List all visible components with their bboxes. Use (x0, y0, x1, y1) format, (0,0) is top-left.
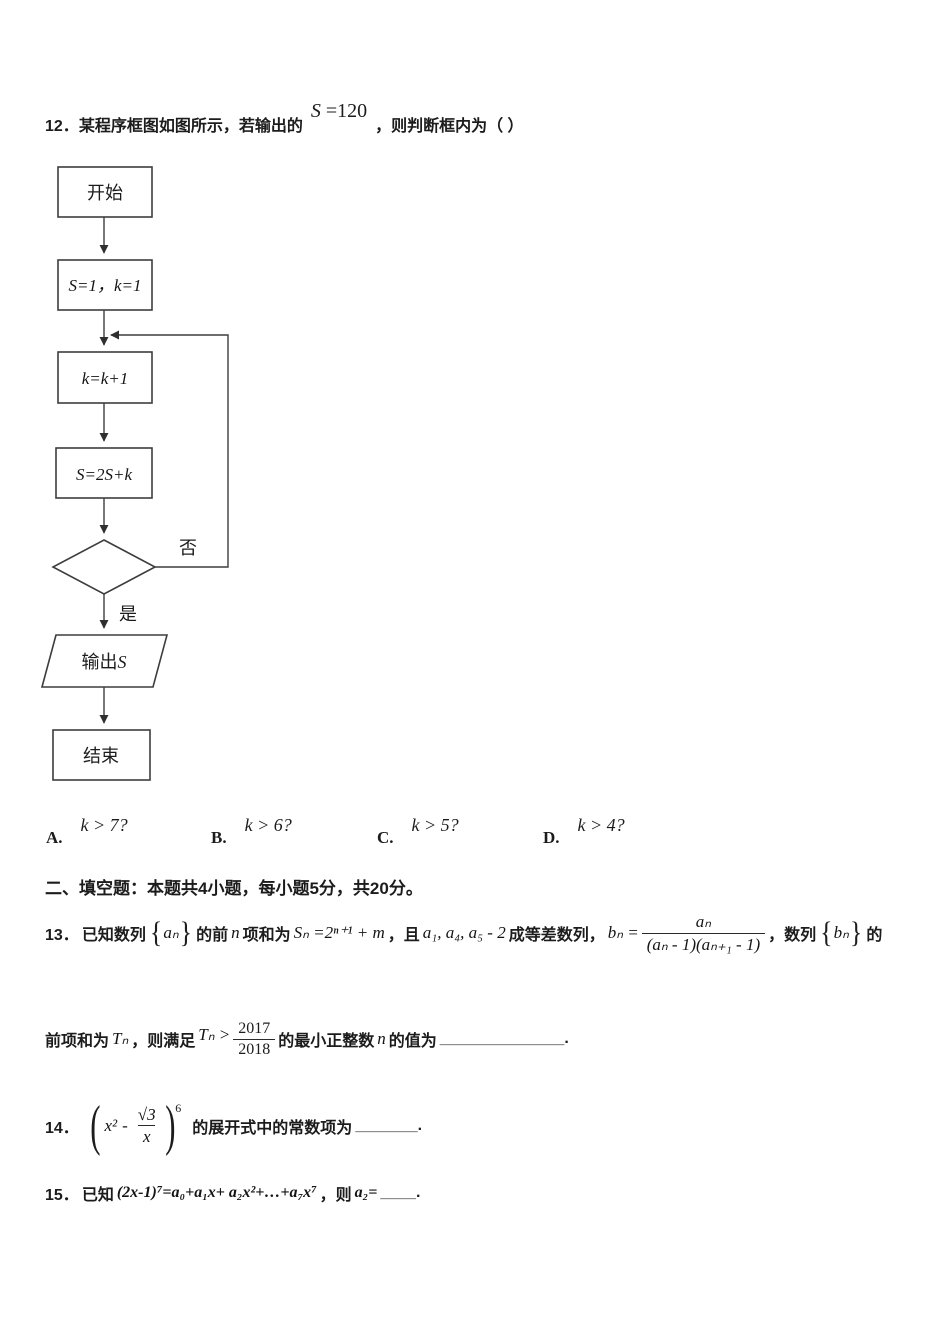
option-d: D. k > 4? (543, 815, 625, 848)
question-14-expression: ( x² - √3 x ) 6 (86, 1094, 185, 1157)
option-c-math: k > 5? (411, 815, 459, 835)
question-15-answer-blank: ____. (380, 1184, 421, 1201)
question-12-math: S =120 (311, 100, 367, 123)
flowchart-decision-diamond (51, 539, 157, 595)
question-15-text-known: 已知 (81, 1187, 114, 1204)
flowchart-output-label: 输出S (82, 652, 127, 672)
a2-equals: a₂= (354, 1184, 378, 1201)
section-2-heading: 二、填空题：本题共4小题，每小题5分，共20分。 (45, 879, 423, 898)
option-b-math: k > 6? (244, 815, 292, 835)
target-fraction-denominator: 2018 (233, 1038, 276, 1060)
question-13-number: 13． (45, 927, 79, 944)
bn-fraction: aₙ (aₙ - 1)(aₙ₊₁ - 1) (641, 911, 766, 955)
flowchart-no-label: 否 (179, 538, 197, 558)
option-a: A. k > 7? (46, 815, 128, 848)
flowchart-yes-label: 是 (119, 604, 137, 624)
question-13-line1: 13． 已知数列 {aₙ} 的前 n 项和为 Sₙ =2ⁿ⁺¹ + m ，且 a… (45, 898, 882, 968)
option-c-label: C. (377, 828, 394, 847)
question-13-text-de: 的 (866, 927, 883, 944)
paren-close: ) (164, 1094, 176, 1157)
flowchart-output-var: S (118, 652, 127, 672)
option-c: C. k > 5? (377, 815, 459, 848)
question-13-text-seq: ，数列 (768, 927, 817, 944)
flowchart-increment-box (57, 351, 153, 404)
program-flowchart: 开始 S=1，k=1 k=k+1 S=2S+k 否 是 输出S 结束 (40, 166, 229, 781)
question-12-options: A. k > 7? B. k > 6? C. k > 5? D. k > 4? (0, 815, 950, 860)
question-13-text-front: 的前 (196, 927, 229, 944)
variable-n: n (231, 923, 240, 942)
flowchart-end-box (52, 729, 151, 781)
flowchart-increment-label: k=k+1 (82, 369, 129, 388)
option-b: B. k > 6? (211, 815, 292, 848)
sequence-an: {aₙ} (149, 915, 193, 950)
sum-formula: Sₙ =2ⁿ⁺¹ + m (293, 923, 385, 942)
question-13-text-min: 的最小正整数 (278, 1033, 375, 1050)
question-15-text-then: ，则 (319, 1187, 352, 1204)
question-13-text-and: ，且 (387, 927, 420, 944)
flowchart-output-prefix: 输出 (82, 652, 118, 672)
bn-fraction-numerator: aₙ (695, 912, 712, 932)
minus-sign: - (122, 1115, 128, 1135)
sqrt3-over-x-fraction: √3 x (133, 1104, 161, 1148)
flowchart-no-loop-line (110, 330, 229, 568)
question-13-text-sum: 项和为 (242, 927, 291, 944)
option-d-label: D. (543, 828, 560, 847)
sqrt3-numerator: √3 (137, 1105, 156, 1125)
sequence-bn-term: bₙ (833, 923, 849, 942)
tn-variable: Tₙ (112, 1029, 129, 1048)
flowchart-init-box (57, 259, 153, 311)
question-14: 14． ( x² - √3 x ) 6 的展开式中的常数项为 _______. (45, 1090, 422, 1162)
question-13-text-value: 的值为 (388, 1033, 437, 1050)
bn-lhs: bₙ = (607, 923, 639, 942)
question-14-answer-blank: _______. (355, 1117, 423, 1134)
question-14-number: 14． (45, 1120, 79, 1137)
question-12-math-value: =120 (320, 100, 368, 122)
x-squared: x² (104, 1115, 118, 1135)
flowchart-start-box (57, 166, 153, 218)
question-13-text-known: 已知数列 (81, 927, 146, 944)
option-d-math: k > 4? (577, 815, 625, 835)
sequence-an-term: aₙ (163, 923, 179, 942)
x-denominator: x (137, 1125, 156, 1147)
question-15: 15． 已知 (2x-1)⁷=a₀+a₁x+ a₂x²+…+a₇x⁷ ，则 a₂… (45, 1176, 420, 1210)
sequence-bn: {bₙ} (819, 915, 863, 950)
question-12-number: 12． (45, 118, 79, 135)
arithmetic-terms: a₁, a₄, a₅ - 2 (422, 923, 506, 942)
question-12-text-pre: 某程序框图如图所示，若输出的 (78, 118, 303, 135)
question-13-answer-blank: ______________. (439, 1030, 569, 1047)
question-15-number: 15． (45, 1187, 79, 1204)
brace-open: { (820, 915, 833, 950)
brace-close: } (179, 915, 193, 950)
question-13-text-presum: 前项和为 (45, 1033, 110, 1050)
target-fraction: 2017 2018 (233, 1019, 276, 1060)
paren-open: ( (90, 1094, 101, 1157)
option-b-label: B. (211, 828, 227, 847)
question-12-text-post: ，则判断框内为（ ） (375, 118, 524, 135)
binomial-expansion-formula: (2x-1)⁷=a₀+a₁x+ a₂x²+…+a₇x⁷ (116, 1184, 317, 1201)
question-13-line2: 前项和为 Tₙ ，则满足 Tₙ > 2017 2018 的最小正整数 n 的值为… (45, 1008, 569, 1070)
question-13-text-satisfy: ，则满足 (131, 1033, 196, 1050)
flowchart-output-parallelogram (40, 634, 169, 688)
tn-inequality: Tₙ > (198, 1025, 231, 1044)
variable-n: n (377, 1029, 386, 1048)
target-fraction-numerator: 2017 (238, 1019, 271, 1037)
flowchart-init-label: S=1，k=1 (69, 276, 142, 295)
option-a-label: A. (46, 828, 63, 847)
variable-s: S (310, 100, 321, 122)
brace-close: } (849, 915, 863, 950)
flowchart-end-label: 结束 (83, 746, 119, 766)
flowchart-start-label: 开始 (87, 183, 123, 203)
question-13-text-arith: 成等差数列， (508, 927, 605, 944)
question-12: 12． 某程序框图如图所示，若输出的 S =120 ，则判断框内为（ ） (45, 100, 524, 136)
bn-fraction-denominator: (aₙ - 1)(aₙ₊₁ - 1) (641, 932, 766, 955)
option-a-math: k > 7? (80, 815, 128, 835)
question-14-text: 的展开式中的常数项为 (192, 1120, 353, 1137)
exponent-6: 6 (175, 1100, 182, 1115)
brace-open: { (149, 915, 163, 950)
flowchart-compute-label: S=2S+k (76, 465, 132, 484)
